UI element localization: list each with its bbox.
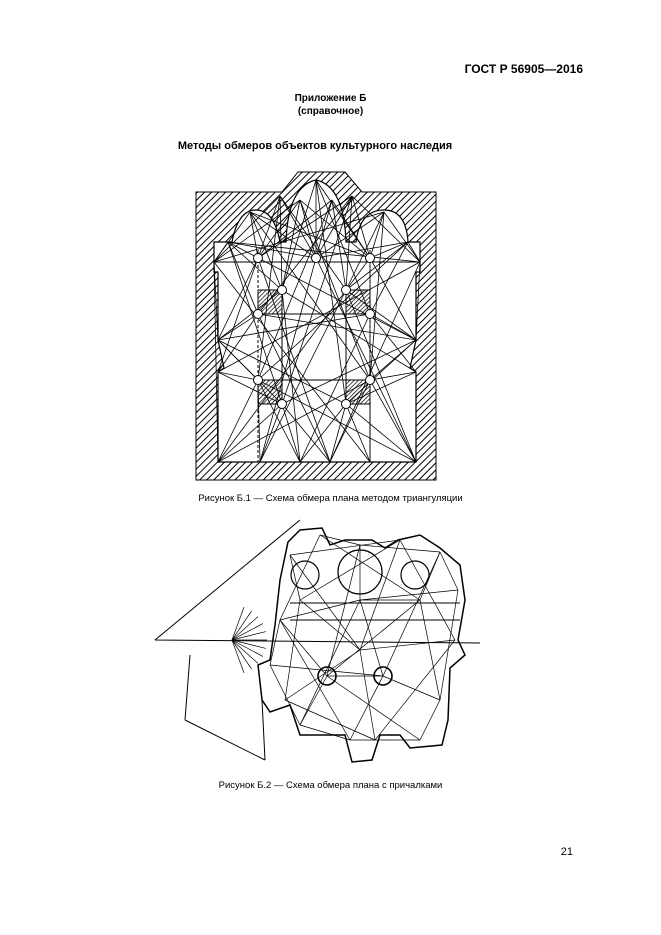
standard-number: ГОСТ Р 56905—2016 — [464, 62, 583, 76]
survey-station — [253, 253, 263, 263]
survey-station — [341, 285, 351, 295]
pier — [345, 289, 371, 315]
survey-station — [365, 309, 375, 319]
page-number: 21 — [560, 846, 573, 858]
survey-station — [253, 309, 263, 319]
survey-station — [341, 399, 351, 409]
figure-b2-reference-line-plan — [154, 519, 480, 763]
pier — [257, 289, 283, 315]
annex-title: Приложение Б — [294, 93, 367, 104]
survey-station — [277, 399, 287, 409]
survey-station — [365, 375, 375, 385]
survey-station — [365, 253, 375, 263]
survey-station — [253, 375, 263, 385]
dome — [290, 560, 320, 590]
building-outline — [257, 527, 466, 763]
survey-station — [277, 285, 287, 295]
figure-b1-caption: Рисунок Б.1 — Схема обмера плана методом… — [198, 493, 463, 504]
section-title: Методы обмеров объектов культурного насл… — [177, 140, 453, 152]
figure-b2-caption: Рисунок Б.2 — Схема обмера плана с прича… — [218, 780, 443, 791]
survey-station — [311, 253, 321, 263]
annex-subtitle: (справочное) — [297, 106, 364, 117]
annex-heading: Приложение Б (справочное) — [0, 92, 661, 118]
dome — [400, 560, 430, 590]
figure-b1-triangulation-plan — [195, 171, 437, 481]
